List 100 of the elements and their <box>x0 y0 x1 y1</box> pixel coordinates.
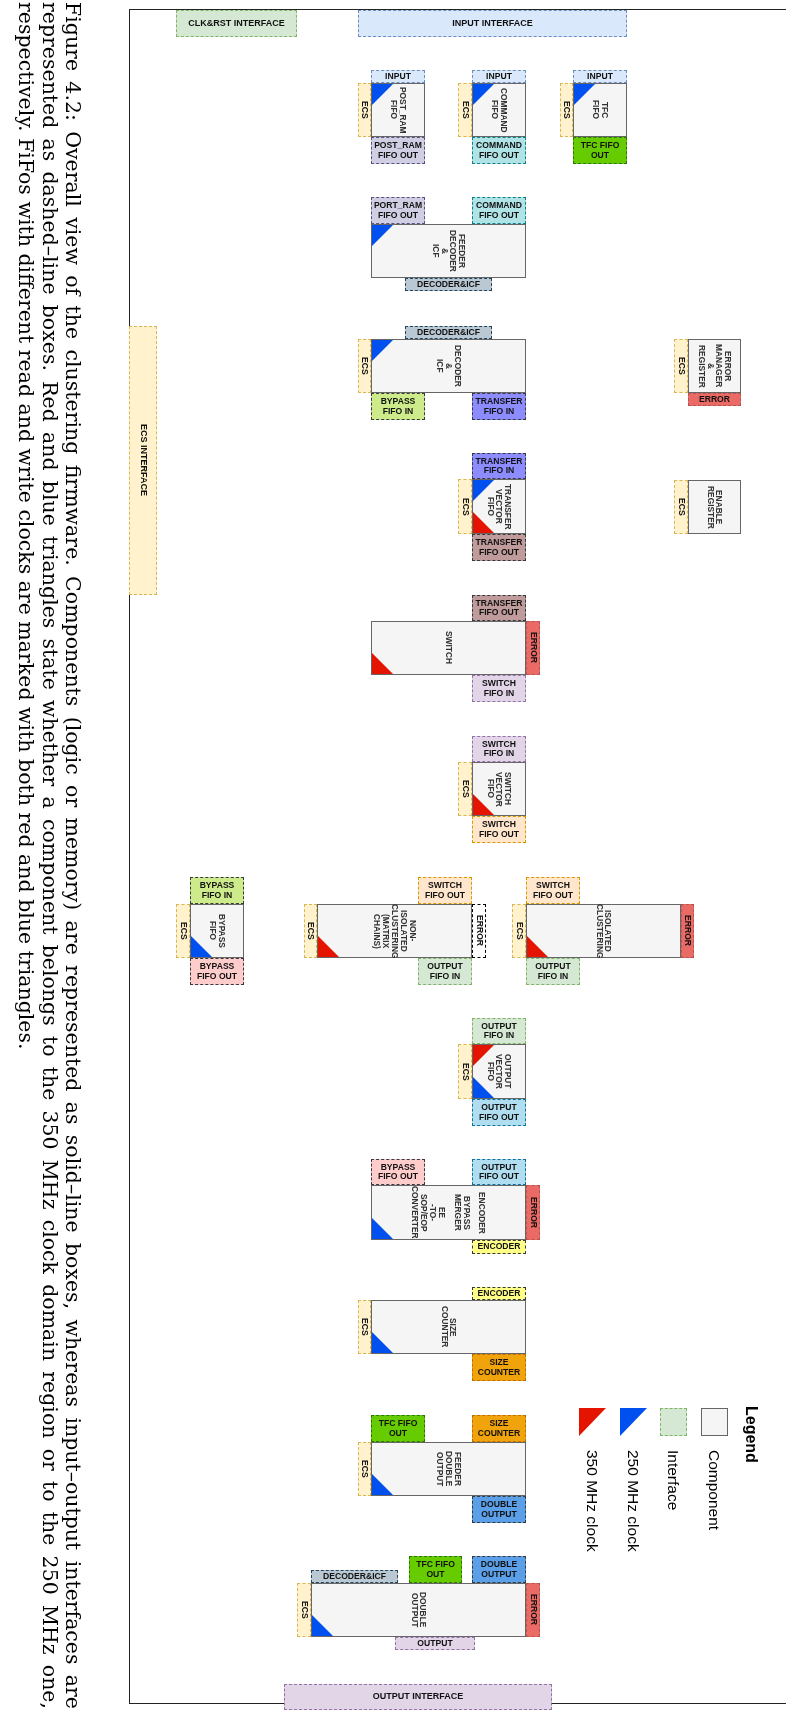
interface-tab: DECODER&ICF <box>405 326 492 339</box>
interface-tab: COMMAND FIFO OUT <box>472 137 526 164</box>
interface-tab: INPUT <box>573 70 627 83</box>
component-box <box>317 904 472 958</box>
interface-tab: TRANSFER FIFO IN <box>472 393 526 420</box>
component-box <box>472 479 526 534</box>
interface-tab: ERROR <box>526 1583 540 1637</box>
component-label: SWITCH VECTOR FIFO <box>485 771 513 807</box>
interface-tab: BYPASS FIFO OUT <box>371 1159 425 1185</box>
interface-tab: OUTPUT FIFO OUT <box>472 1159 526 1185</box>
interface-tab: TFC FIFO OUT <box>371 1415 425 1442</box>
interface-tab: OUTPUT <box>395 1637 475 1650</box>
component-box <box>190 904 244 958</box>
interface-tab: ERROR <box>472 904 486 958</box>
component-box <box>371 339 526 393</box>
interface-tab: BYPASS FIFO IN <box>190 877 244 904</box>
interface-tab: ECS <box>674 339 688 393</box>
component-box <box>472 83 526 137</box>
component-label: ENABLE REGISTER <box>705 485 724 529</box>
component-label: SIZE COUNTER <box>439 1306 458 1348</box>
interface-bar: OUTPUT INTERFACE <box>284 1684 552 1710</box>
interface-tab: TRANSFER FIFO OUT <box>472 534 526 561</box>
interface-tab: OUTPUT FIFO OUT <box>472 1099 526 1126</box>
component-label: TFC FIFO <box>591 100 609 120</box>
interface-tab: ECS <box>458 762 472 816</box>
interface-tab: TRANSFER FIFO IN <box>472 453 526 479</box>
component-label: ENCODER <box>477 1191 487 1234</box>
component-label: EE -TO- SOP/EOP CONVERTER <box>410 1186 446 1239</box>
interface-tab: ECS <box>674 480 688 534</box>
interface-tab: ERROR <box>526 621 540 675</box>
component-box <box>688 339 741 393</box>
component-box <box>371 1185 526 1240</box>
interface-tab: ECS <box>297 1583 311 1637</box>
legend-label: 350 MHz clock <box>583 1450 601 1552</box>
interface-tab: PORT_RAM FIFO OUT <box>371 197 425 224</box>
component-box <box>371 1442 526 1496</box>
interface-tab: ECS <box>176 904 190 958</box>
component-label: DOUBLE OUTPUT <box>409 1592 428 1628</box>
interface-bar: ECS INTERFACE <box>129 326 157 595</box>
legend-label: 250 MHz clock <box>624 1450 642 1552</box>
interface-bar: INPUT INTERFACE <box>358 10 627 37</box>
legend-title: Legend <box>742 1406 760 1463</box>
interface-tab: SWITCH FIFO OUT <box>472 816 526 843</box>
component-label: FEEDER DECODER & ICF <box>430 230 467 272</box>
interface-tab: DECODER&ICF <box>405 278 492 291</box>
component-label: FEEDER DOUBLE OUTPUT <box>435 1451 462 1487</box>
interface-tab: ECS <box>358 1300 371 1354</box>
interface-tab: POST_RAM FIFO OUT <box>371 137 425 164</box>
interface-tab: DOUBLE OUTPUT <box>472 1556 526 1583</box>
interface-tab: TRANSFER FIFO OUT <box>472 595 526 621</box>
component-label: TRANSFER VECTOR FIFO <box>485 483 513 530</box>
interface-tab: TFC FIFO OUT <box>573 137 627 164</box>
interface-tab: SIZE COUNTER <box>472 1354 526 1381</box>
component-label: SWITCH <box>444 631 453 665</box>
interface-tab: ENCODER <box>472 1287 526 1300</box>
component-box <box>526 904 681 958</box>
component-label: OUTPUT VECTOR FIFO <box>485 1054 513 1089</box>
interface-tab: SWITCH FIFO OUT <box>526 877 580 904</box>
interface-tab: SWITCH FIFO IN <box>472 736 526 762</box>
component-label: DECODER & ICF <box>435 345 462 387</box>
component-box <box>371 621 526 675</box>
component-box <box>371 83 425 137</box>
interface-tab: ENCODER <box>472 1240 526 1254</box>
interface-tab: ECS <box>358 339 371 393</box>
interface-tab: COMMAND FIFO OUT <box>472 197 526 224</box>
figure-caption: Figure 4.2: Overall view of the clustering firmware. Components (logic or memory) are represented as solid–line boxes, whereas input–output interfaces are represented as dashed–line boxes. Red and blue triangles state whether a component belongs to the 350 MHz clock domain region or to the 250 MHz one, respectively. FiFos with different read and write clocks are marked with both red and blue triangles. <box>13 2 84 1709</box>
legend-label: Interface <box>664 1450 682 1511</box>
interface-tab: ECS <box>358 83 371 137</box>
component-label: ERROR MANAGER & REGISTER <box>696 344 733 388</box>
interface-tab: SWITCH FIFO IN <box>472 675 526 702</box>
interface-tab: ECS <box>560 83 573 137</box>
interface-tab: DOUBLE OUTPUT <box>472 1496 526 1523</box>
interface-tab: BYPASS FIFO IN <box>371 393 425 420</box>
component-box <box>472 1044 526 1099</box>
interface-tab: SIZE COUNTER <box>472 1415 526 1442</box>
interface-tab: OUTPUT FIFO IN <box>472 1018 526 1044</box>
component-box <box>688 480 741 534</box>
interface-tab: BYPASS FIFO OUT <box>190 958 244 985</box>
interface-tab: ECS <box>304 904 317 958</box>
interface-tab: ECS <box>358 1442 371 1496</box>
legend-label: Component <box>705 1450 723 1531</box>
component-label: COMMAND FIFO <box>490 87 508 133</box>
interface-tab: INPUT <box>472 70 526 83</box>
component-label: BYPASS FIFO <box>208 914 226 948</box>
component-label: ISOLATED CLUSTERING <box>594 903 613 959</box>
interface-tab: SWITCH FIFO OUT <box>418 877 472 904</box>
interface-tab: ECS <box>512 904 526 958</box>
interface-tab: INPUT <box>371 70 425 83</box>
interface-bar: CLK&RST INTERFACE <box>176 10 297 37</box>
interface-tab: ECS <box>458 479 472 534</box>
component-label: BYPASS MERGER <box>452 1194 471 1231</box>
component-box <box>472 762 526 816</box>
interface-tab: ECS <box>458 83 472 137</box>
component-box <box>371 224 526 278</box>
interface-tab: ERROR <box>526 1185 540 1240</box>
interface-tab: TFC FIFO OUT <box>409 1556 462 1583</box>
component-label: NON- ISOLATED CLUSTERING (MATRIX CHAINS) <box>372 903 417 959</box>
interface-tab: DECODER&ICF <box>311 1570 398 1583</box>
component-box <box>573 83 627 137</box>
component-label: POST_RAM FIFO <box>389 86 407 134</box>
